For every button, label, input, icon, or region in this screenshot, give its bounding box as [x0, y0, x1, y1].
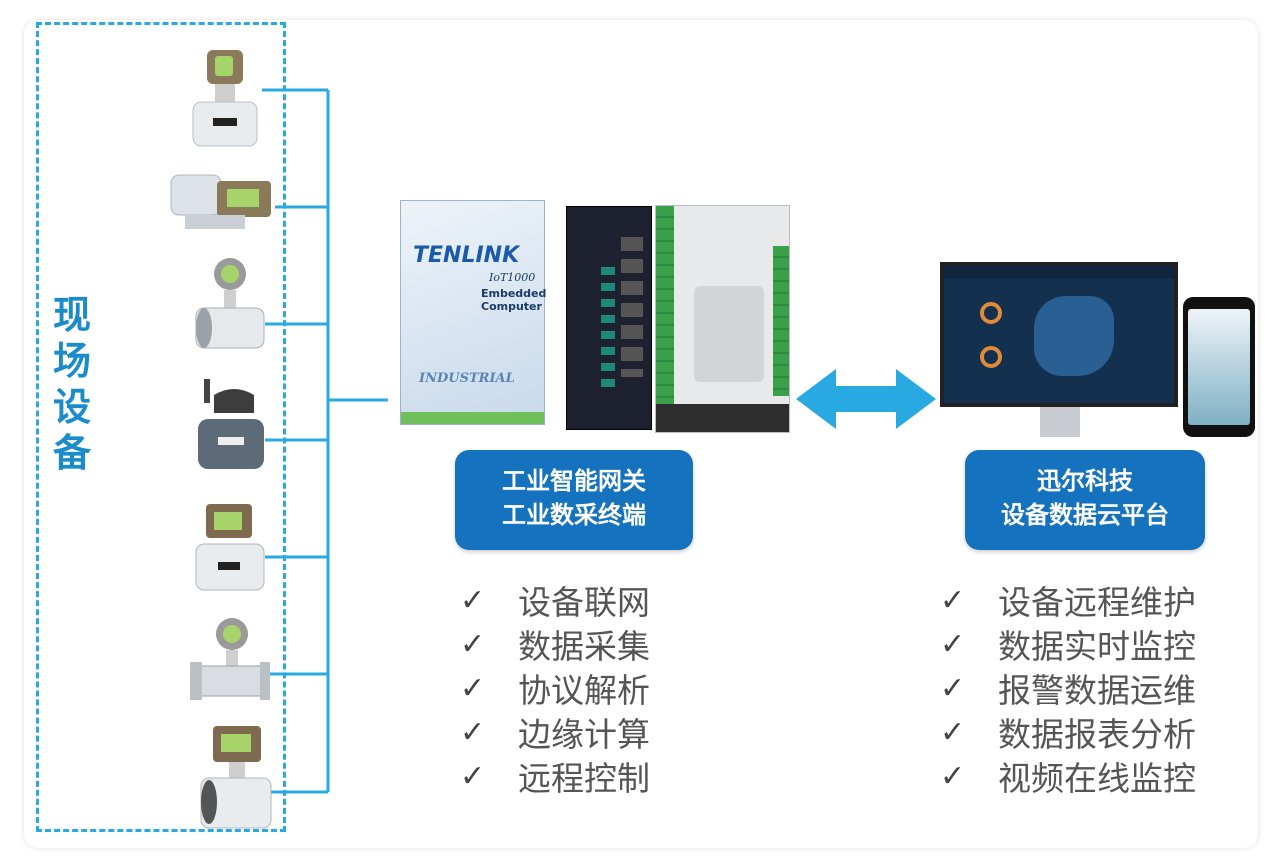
- list-item: ✓ 设备联网: [460, 578, 650, 623]
- electric-valve-actuator-icon: [170, 174, 271, 229]
- usb-ports: [601, 267, 615, 387]
- bidirectional-arrow-icon: [796, 369, 936, 429]
- vortex-flowmeter-icon: [195, 258, 265, 349]
- gateway-model: IoT1000: [489, 271, 536, 284]
- ultrasonic-flowmeter-icon: [200, 726, 272, 829]
- cloud-platform-label: 迅尔科技 设备数据云平台: [965, 450, 1205, 550]
- turbine-flowmeter-icon: [190, 618, 270, 700]
- gateway-label: 工业智能网关 工业数采终端: [455, 450, 693, 550]
- field-devices-label: 现 场 设 备: [48, 292, 96, 476]
- electromagnetic-flowmeter-icon: [192, 50, 258, 147]
- left-terminals: [656, 206, 674, 432]
- gateway-feature-list: ✓ 设备联网 ✓ 数据采集 ✓ 协议解析 ✓ 边缘计算 ✓ 远程控制: [460, 578, 650, 799]
- field-label-char: 场: [52, 339, 91, 383]
- check-icon: ✓: [940, 758, 966, 794]
- field-label-char: 备: [52, 431, 91, 475]
- feature-text: 数据实时监控: [998, 627, 1196, 666]
- tenlink-gateway-device: TENLINK IoT1000 Embedded Computer INDUST…: [400, 200, 547, 425]
- field-label-char: 设: [52, 385, 91, 429]
- check-icon: ✓: [460, 626, 486, 662]
- flanged-flowmeter-icon: [195, 504, 265, 591]
- feature-text: 设备远程维护: [998, 583, 1196, 622]
- list-item: ✓ 报警数据运维: [940, 666, 1196, 711]
- gauge-icon: [980, 302, 1002, 324]
- lan-ports: [621, 237, 643, 377]
- feature-text: 设备联网: [518, 583, 650, 622]
- gateway-label-line1: 工业智能网关: [502, 467, 646, 495]
- terminal-block: [401, 412, 544, 424]
- list-item: ✓ 远程控制: [460, 754, 650, 799]
- list-item: ✓ 边缘计算: [460, 710, 650, 755]
- list-item: ✓ 数据采集: [460, 622, 650, 667]
- cloud-feature-list: ✓ 设备远程维护 ✓ 数据实时监控 ✓ 报警数据运维 ✓ 数据报表分析 ✓ 视频在线监控: [940, 578, 1196, 799]
- check-icon: ✓: [460, 582, 486, 618]
- gateway-series: INDUSTRIAL: [419, 371, 515, 386]
- field-devices-frame: [36, 22, 286, 832]
- cloud-label-line1: 迅尔科技: [1037, 467, 1133, 495]
- feature-text: 协议解析: [518, 671, 650, 710]
- list-item: ✓ 协议解析: [460, 666, 650, 711]
- china-map-icon: [1034, 296, 1114, 376]
- feature-text: 边缘计算: [518, 715, 650, 754]
- field-label-char: 现: [52, 293, 91, 337]
- right-terminals: [773, 246, 789, 396]
- antenna-flowmeter-icon: [198, 379, 264, 469]
- tenlink-logo: TENLINK: [413, 243, 520, 268]
- check-icon: ✓: [460, 670, 486, 706]
- feature-text: 报警数据运维: [998, 671, 1196, 710]
- front-panel: [694, 286, 764, 382]
- edge-controller-device: [655, 205, 790, 433]
- check-icon: ✓: [940, 582, 966, 618]
- check-icon: ✓: [940, 626, 966, 662]
- check-icon: ✓: [940, 670, 966, 706]
- feature-text: 数据报表分析: [998, 715, 1196, 754]
- check-icon: ✓: [940, 714, 966, 750]
- bottom-terminals: [656, 404, 789, 432]
- gauge-icon: [980, 346, 1002, 368]
- phone-device: [1183, 297, 1255, 437]
- check-icon: ✓: [460, 758, 486, 794]
- monitor-screen: [940, 262, 1178, 407]
- cloud-label-line2: 设备数据云平台: [1001, 501, 1169, 529]
- list-item: ✓ 设备远程维护: [940, 578, 1196, 623]
- list-item: ✓ 数据实时监控: [940, 622, 1196, 667]
- gateway-label-line2: 工业数采终端: [502, 501, 646, 529]
- feature-text: 远程控制: [518, 759, 650, 798]
- check-icon: ✓: [460, 714, 486, 750]
- gateway-line1: Embedded: [481, 287, 547, 300]
- feature-text: 数据采集: [518, 627, 650, 666]
- embedded-computer-device: [566, 206, 652, 430]
- monitor-stand: [1040, 407, 1080, 437]
- list-item: ✓ 视频在线监控: [940, 754, 1196, 799]
- phone-screen: [1188, 309, 1250, 425]
- gateway-line2: Computer: [481, 300, 542, 313]
- list-item: ✓ 数据报表分析: [940, 710, 1196, 755]
- feature-text: 视频在线监控: [998, 759, 1196, 798]
- screen-header: [944, 266, 1174, 278]
